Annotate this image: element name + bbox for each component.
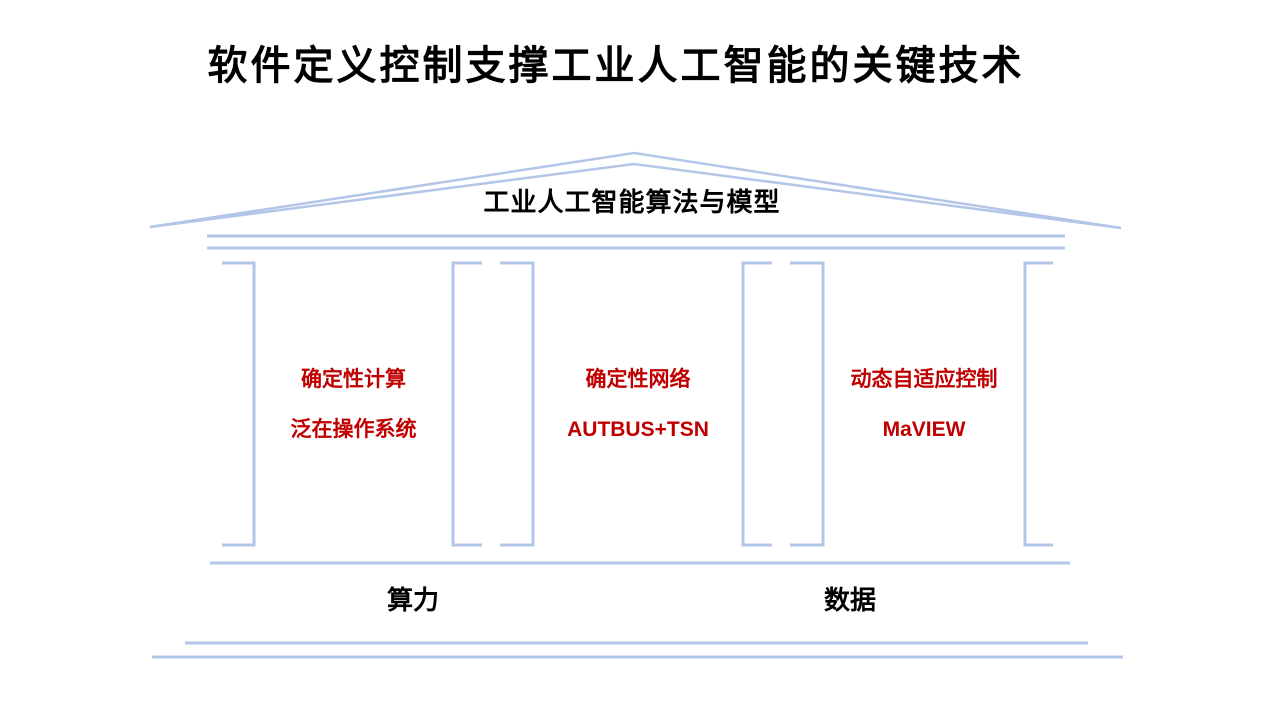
pillar-3-line-1: 动态自适应控制 bbox=[850, 368, 998, 391]
pillar-1-line-2: 泛在操作系统 bbox=[290, 418, 417, 441]
roof-outer-line bbox=[149, 151, 1122, 230]
pillar-bracket-right-2 bbox=[500, 261, 535, 547]
roof-label: 工业人工智能算法与模型 bbox=[483, 187, 781, 217]
pillar-3-line-2: MaVIEW bbox=[882, 418, 966, 441]
roof-inner-line bbox=[149, 162, 1122, 230]
pillar-1-line-1: 确定性计算 bbox=[301, 368, 406, 391]
pillar-3-text: 动态自适应控制 MaVIEW bbox=[823, 368, 1025, 442]
pillar-bracket-right-3 bbox=[790, 261, 825, 547]
pillar-bracket-left-3 bbox=[741, 261, 772, 547]
pillar-bracket-left-2 bbox=[451, 261, 482, 547]
foundation-label-data: 数据 bbox=[823, 585, 876, 615]
pillar-2-line-2: AUTBUS+TSN bbox=[567, 418, 709, 441]
pillar-bracket-right-1 bbox=[222, 261, 256, 547]
pillar-2-line-1: 确定性网络 bbox=[585, 368, 691, 391]
foundation-label-computing-power: 算力 bbox=[386, 585, 439, 615]
pillar-bracket-left-4 bbox=[1023, 261, 1053, 547]
slide-title: 软件定义控制支撑工业人工智能的关键技术 bbox=[207, 44, 1025, 88]
pillar-1-text: 确定性计算 泛在操作系统 bbox=[254, 368, 453, 442]
pillar-2-text: 确定性网络 AUTBUS+TSN bbox=[533, 368, 743, 442]
